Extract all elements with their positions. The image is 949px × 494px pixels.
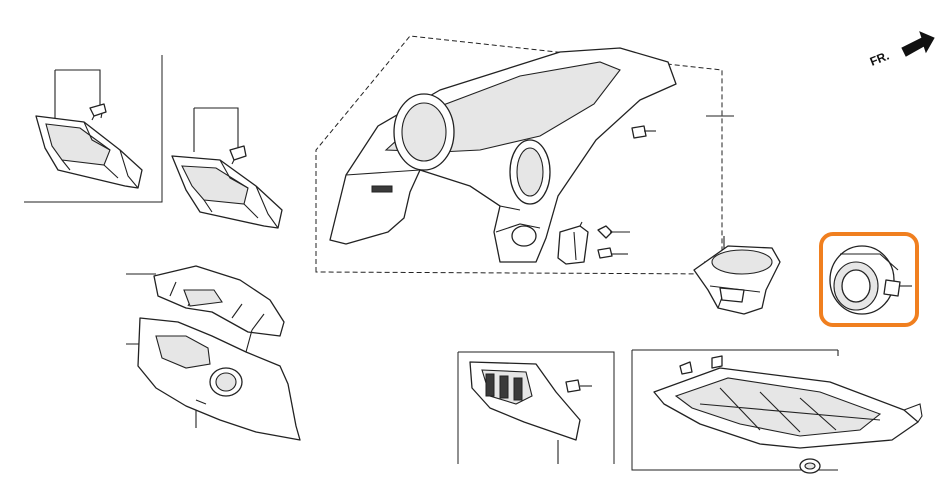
- vent-housing-icon: [171, 155, 283, 229]
- steering-column-cover-icon: [137, 265, 301, 441]
- part-upper-vent-center[interactable]: [171, 107, 283, 229]
- round-vent-icon: [829, 245, 901, 315]
- arrow-right-icon: [901, 31, 935, 57]
- part-round-vent[interactable]: [819, 232, 919, 327]
- dashboard-panel-icon: [329, 47, 677, 263]
- vent-housing-icon: [35, 115, 143, 189]
- clip-icon: [89, 103, 107, 121]
- lower-cover-icon: [653, 367, 923, 449]
- clip-icon: [229, 145, 247, 165]
- direction-label: FR.: [868, 49, 891, 69]
- part-center-vent-panel[interactable]: [457, 351, 615, 464]
- part-upper-vent-left[interactable]: [24, 55, 163, 203]
- grommet-icon: [799, 458, 821, 474]
- clip-icon: [565, 379, 592, 393]
- part-column-cover[interactable]: [126, 265, 301, 441]
- switch-icon: [557, 221, 589, 265]
- clip-icon: [597, 247, 628, 259]
- part-side-vent-cup[interactable]: [693, 236, 781, 315]
- clip-icon: [631, 125, 656, 139]
- screw-icon: [597, 225, 630, 239]
- clip-icon: [679, 361, 693, 375]
- front-direction-marker: FR.: [868, 31, 935, 69]
- highlight-box: [819, 232, 919, 327]
- part-lower-cover-panel[interactable]: [631, 349, 923, 474]
- vent-panel-icon: [469, 361, 581, 441]
- clip-icon: [711, 355, 723, 369]
- part-instrument-panel[interactable]: [315, 35, 734, 275]
- vent-cup-icon: [693, 245, 781, 315]
